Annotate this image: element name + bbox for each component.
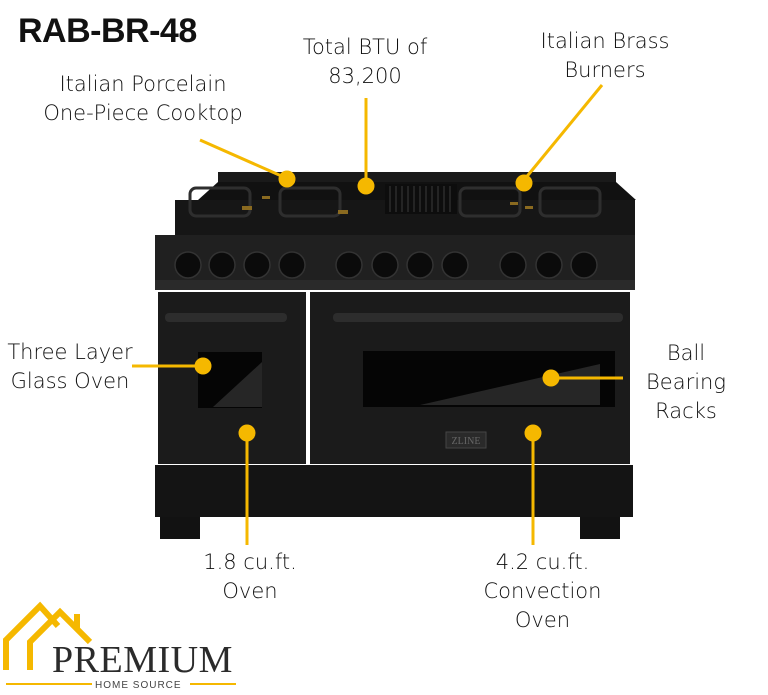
callout-racks-line3: Racks: [655, 399, 717, 423]
callout-glass-line1: Three Layer: [7, 340, 133, 364]
callout-large-oven: 4.2 cu.ft. Convection Oven: [465, 548, 620, 635]
pointer-dot-burners: [515, 174, 533, 192]
callout-large-oven-line1: 4.2 cu.ft.: [495, 550, 590, 574]
callout-btu-line1: Total BTU of: [302, 35, 428, 59]
callout-cooktop-line2: One-Piece Cooktop: [43, 101, 243, 125]
pointer-dot-racks: [542, 369, 560, 387]
callout-cooktop-line1: Italian Porcelain: [59, 72, 227, 96]
pointer-dot-cooktop: [278, 170, 296, 188]
callout-glass: Three Layer Glass Oven: [0, 338, 140, 396]
callout-glass-line2: Glass Oven: [10, 369, 130, 393]
callout-pointers: [132, 84, 623, 545]
pointer-dot-large-oven: [524, 424, 542, 442]
callout-burners-line2: Burners: [564, 58, 646, 82]
house-roof-icon: [3, 601, 236, 685]
callout-small-oven-line2: Oven: [222, 579, 278, 603]
callout-cooktop: Italian Porcelain One-Piece Cooktop: [18, 70, 268, 128]
logo-wordmark: PREMIUM: [52, 639, 233, 681]
pointer-dot-glass: [194, 357, 212, 375]
callout-racks-line2: Bearing: [646, 370, 726, 394]
zline-badge: ZLINE: [452, 436, 481, 447]
callout-burners-line1: Italian Brass: [540, 29, 670, 53]
premium-home-source-logo: PREMIUM HOME SOURCE: [0, 600, 260, 691]
pointer-dot-small-oven: [238, 424, 256, 442]
callout-btu-line2: 83,200: [328, 64, 402, 88]
callout-burners: Italian Brass Burners: [510, 27, 700, 85]
logo-subtitle: HOME SOURCE: [95, 680, 182, 691]
callout-racks: Ball Bearing Racks: [636, 339, 736, 426]
pointer-dot-btu: [357, 177, 375, 195]
model-title: RAB-BR-48: [18, 12, 197, 50]
callout-btu: Total BTU of 83,200: [280, 33, 450, 91]
callout-small-oven: 1.8 cu.ft. Oven: [180, 548, 320, 606]
callout-small-oven-line1: 1.8 cu.ft.: [203, 550, 297, 574]
callout-racks-line1: Ball: [666, 341, 706, 365]
callout-large-oven-line2: Convection: [483, 579, 602, 603]
callout-large-oven-line3: Oven: [514, 608, 571, 632]
